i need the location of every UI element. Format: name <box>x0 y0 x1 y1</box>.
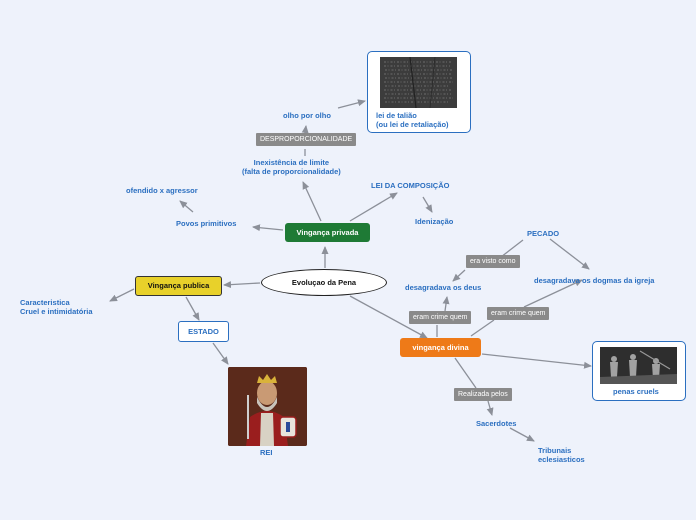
connector-sacerdotes-tribunais <box>509 427 535 442</box>
olho-por-olho-topic[interactable]: olho por olho <box>283 111 331 120</box>
connector-eravisto-deus <box>452 269 466 282</box>
connector-crime1-deus <box>442 296 450 312</box>
connector-pecado-eravisto <box>500 239 524 258</box>
penas-crueis-topic[interactable]: penas cruels <box>592 341 686 401</box>
vinganca-publica-node[interactable]: Vingança publica <box>135 276 222 296</box>
caracteristica-topic[interactable]: Caracteristica Cruel e intimidatória <box>20 298 93 316</box>
connector-povos-ofendido <box>179 200 194 213</box>
connector-olho-taliao <box>337 99 366 109</box>
connector-estado-rei <box>212 342 229 365</box>
connector-composicao-idenizacao <box>422 196 433 213</box>
connector-central-divina <box>349 295 428 339</box>
vinganca-privada-node[interactable]: Vingança privada <box>285 223 370 242</box>
vinganca-divina-node[interactable]: vingança divina <box>400 338 481 357</box>
sacerdotes-topic[interactable]: Sacerdotes <box>476 419 517 428</box>
povos-primitivos-topic[interactable]: Povos primitivos <box>176 219 237 228</box>
connector-divina-crime2 <box>470 319 495 337</box>
ofendido-x-agressor-topic[interactable]: ofendido x agressor <box>126 186 198 195</box>
connector-publica-estado <box>185 296 200 321</box>
lei-da-composicao-topic[interactable]: LEI DA COMPOSIÇÃO <box>371 181 450 190</box>
connector-privada-povos <box>252 224 284 232</box>
connector-crime2-dogmas <box>523 279 583 308</box>
tribunais-eclesiasticos-topic[interactable]: Tribunais eclesiasticos <box>538 446 585 464</box>
connector-divina-penas <box>481 353 592 369</box>
lei-de-taliao-topic[interactable]: lei de talião (ou lei de retaliação) <box>367 51 471 133</box>
idenizacao-topic[interactable]: Idenização <box>415 217 454 226</box>
inexistencia-de-limite-topic[interactable]: Inexistência de limite (falta de proporc… <box>242 158 341 176</box>
desproporcionalidade-label: DESPROPORCIONALIDADE <box>256 133 357 146</box>
connector-divina-realizada <box>454 357 477 389</box>
penas-crueis-label: penas cruels <box>613 387 659 396</box>
connector-publica-caracteristica <box>109 288 135 302</box>
rei-label[interactable]: REI <box>260 448 273 457</box>
central-node[interactable]: Evoluçao da Pena <box>261 269 387 296</box>
connector-privada-inexistencia <box>302 181 322 222</box>
eram-crime-quem-label-1: eram crime quem <box>409 311 472 324</box>
connector-central-publica <box>223 281 261 289</box>
estado-node[interactable]: ESTADO <box>178 321 229 342</box>
king-portrait-image <box>228 367 307 446</box>
realizada-pelos-label: Realizada pelos <box>454 388 512 401</box>
stone-tablet-image <box>380 57 457 108</box>
desagradava-os-deus-topic[interactable]: desagradava os deus <box>405 283 482 292</box>
connector-privada-composicao <box>349 192 398 222</box>
execution-scene-image <box>600 347 677 384</box>
desagradava-dogmas-topic[interactable]: desagradava os dogmas da igreja <box>534 276 655 285</box>
connector-realizada-sacerdotes <box>486 400 494 416</box>
connector-pecado-dogmas <box>549 238 590 270</box>
eram-crime-quem-label-2: eram crime quem <box>487 307 550 320</box>
era-visto-como-label: era visto como <box>466 255 520 268</box>
pecado-topic[interactable]: PECADO <box>527 229 560 238</box>
lei-de-taliao-label: lei de talião (ou lei de retaliação) <box>376 111 449 129</box>
connector-desprop-olho <box>301 125 309 135</box>
